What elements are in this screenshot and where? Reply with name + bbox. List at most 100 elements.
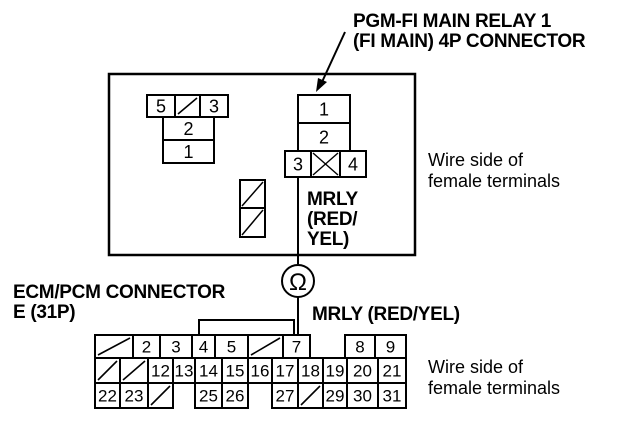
ecm-row1-cell: 8 (344, 334, 376, 359)
relay-box-outline (107, 72, 417, 257)
terminal-number: 20 (353, 362, 372, 381)
relay-connector-title: PGM-FI MAIN RELAY 1 (FI MAIN) 4P CONNECT… (353, 11, 586, 52)
terminal-number: 15 (226, 362, 245, 381)
terminal-number: 19 (326, 362, 345, 381)
ecm-side-note-line1: Wire side of (428, 357, 524, 377)
ecm-side-note-line2: female terminals (428, 378, 561, 398)
ecm-row2-cell: 15 (221, 357, 249, 384)
terminal-number: 1 (319, 99, 329, 119)
terminal-number: 22 (98, 387, 117, 406)
ecm-row3-cell: 31 (377, 382, 407, 409)
ecm-row1-cell: 4 (191, 334, 216, 359)
relay-right-bottom-cell: 4 (339, 150, 367, 178)
blank-cavity-slash (177, 97, 198, 115)
ecm-row2-cell: 17 (271, 357, 299, 384)
ecm-row1-cell (247, 334, 284, 359)
ecm-side-note: Wire side of female terminals (428, 357, 560, 399)
relay-right-bottom-cell (310, 150, 341, 178)
relay-right-row-cell: 2 (297, 122, 351, 152)
terminal-number: 4 (199, 338, 208, 357)
ecm-row1-cell: 5 (214, 334, 249, 359)
terminal-number: 2 (319, 127, 329, 147)
ecm-wire-label: MRLY (RED/YEL) (312, 304, 460, 325)
ecm-row3-cell: 29 (322, 382, 348, 409)
ecm-row1-cell (94, 334, 134, 359)
ecm-row3-cell: 30 (346, 382, 379, 409)
relay-title-line1: PGM-FI MAIN RELAY 1 (353, 11, 552, 32)
ecm-title-line1: ECM/PCM CONNECTOR (13, 282, 225, 303)
ecm-row2-cell: 13 (172, 357, 196, 384)
relay-wire-label-line3: YEL) (307, 229, 350, 250)
ecm-row2-cell: 20 (346, 357, 379, 384)
ecm-row3-cell (147, 382, 174, 409)
ecm-row3-cell: 25 (194, 382, 223, 409)
relay-side-note-line2: female terminals (428, 171, 561, 191)
terminal-number: 9 (386, 338, 395, 357)
ecm-row1-cell: 9 (374, 334, 407, 359)
ecm-row3-cell: 27 (271, 382, 299, 409)
terminal-number: 21 (383, 362, 402, 381)
pointer-arrow (316, 31, 346, 92)
ecm-row2-cell (94, 357, 121, 384)
relay-side-note: Wire side of female terminals (428, 150, 560, 192)
terminal-number: 14 (199, 362, 218, 381)
relay-right-bottom-cell: 3 (284, 150, 312, 178)
terminal-number: 31 (383, 387, 402, 406)
ecm-title-line2: E (31P) (13, 302, 76, 323)
ecm-row2-cell (119, 357, 149, 384)
relay-wire-label-line2: (RED/ (307, 209, 358, 230)
relay-wire-label-line1: MRLY (307, 189, 358, 210)
terminal-number: 3 (293, 154, 303, 174)
ecm-row1-cell: 3 (159, 334, 193, 359)
relay-title-line2: (FI MAIN) 4P CONNECTOR (353, 31, 586, 52)
ecm-connector-title: ECM/PCM CONNECTOR E (31P) (13, 283, 225, 323)
blank-cavity-slash (97, 337, 131, 356)
blank-cavity-slash (300, 385, 321, 406)
relay-right-row-cell: 1 (297, 94, 351, 124)
terminal-number: 12 (151, 362, 170, 381)
terminal-number: 30 (353, 387, 372, 406)
ecm-row1-cell: 2 (132, 334, 161, 359)
terminal-number: 23 (125, 387, 144, 406)
terminal-number: 2 (183, 119, 193, 139)
terminal-number: 27 (276, 387, 295, 406)
relay-right-terminal-block: 1 23 4 (284, 94, 367, 178)
blank-cavity-slash (122, 360, 146, 381)
relay-left-terminal-block: 5 321 (146, 94, 229, 164)
ecm-connector-latch (198, 319, 295, 335)
terminal-number: 4 (348, 154, 358, 174)
terminal-number: 2 (142, 338, 151, 357)
terminal-number: 5 (156, 96, 166, 116)
ecm-row2-cell: 12 (147, 357, 174, 384)
ecm-row1-cell: 7 (282, 334, 311, 359)
relay-side-note-line1: Wire side of (428, 150, 524, 170)
relay-hatched-cavities (239, 179, 266, 238)
blank-cavity-slash (150, 385, 171, 406)
ecm-row2-cell: 14 (194, 357, 223, 384)
ecm-row3-cell (297, 382, 324, 409)
terminal-number: 5 (227, 338, 236, 357)
terminal-number: 25 (199, 387, 218, 406)
terminal-number: 16 (251, 362, 270, 381)
relay-left-top-cell: 3 (199, 94, 229, 118)
ecm-row2-cell: 18 (297, 357, 324, 384)
terminal-number: 13 (175, 362, 194, 381)
ecm-row3-cell: 23 (119, 382, 149, 409)
relay-wire-label: MRLY (RED/ YEL) (307, 190, 358, 250)
blank-cavity-slash (97, 360, 118, 381)
relay-left-top-cell (174, 94, 201, 118)
blank-cavity-slash (250, 337, 281, 356)
terminal-number: 17 (276, 362, 295, 381)
terminal-number: 26 (226, 387, 245, 406)
ecm-row3-cell: 26 (221, 382, 249, 409)
relay-left-row-cell: 1 (162, 139, 215, 164)
terminal-number: 3 (209, 96, 219, 116)
ohm-symbol: Ω (289, 269, 307, 296)
ecm-row3-cell: 22 (94, 382, 121, 409)
ecm-row2-cell: 21 (377, 357, 407, 384)
terminal-number: 7 (292, 338, 301, 357)
terminal-number: 29 (326, 387, 345, 406)
terminal-number: 8 (355, 338, 364, 357)
